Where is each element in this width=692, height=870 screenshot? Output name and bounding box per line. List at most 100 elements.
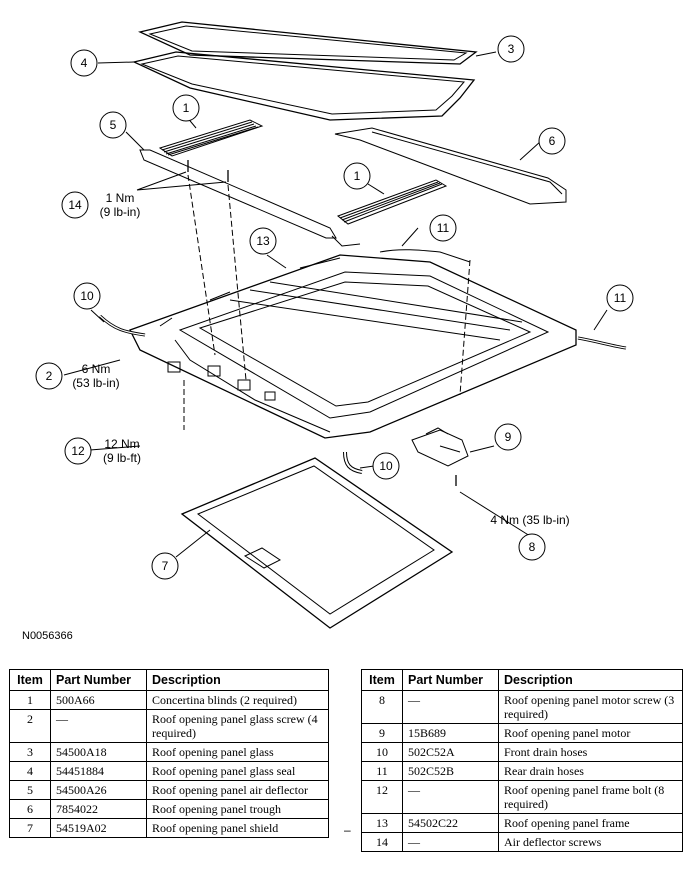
svg-text:2: 2 (46, 369, 53, 383)
callout-9: 9 (494, 423, 522, 451)
description-cell: Roof opening panel frame (498, 813, 683, 833)
roof-panel-motor (411, 427, 469, 467)
part-number-cell: 500A66 (50, 690, 147, 710)
item-cell: 12 (361, 780, 403, 814)
part-number-cell: 7854022 (50, 799, 147, 819)
item-cell: 9 (361, 723, 403, 743)
description-cell: Rear drain hoses (498, 761, 683, 781)
item-cell: 2 (9, 709, 51, 743)
table-row: 8—Roof opening panel motor screw (3 requ… (361, 690, 683, 724)
table-row: 14—Air deflector screws (361, 832, 683, 852)
part-number-cell: 15B689 (402, 723, 499, 743)
part-number-cell: — (402, 780, 499, 814)
description-header: Description (498, 669, 683, 691)
item-header: Item (9, 669, 51, 691)
callout-10: 10 (73, 282, 101, 310)
parts-table-right: Item Part Number Description 8—Roof open… (361, 669, 683, 852)
callout-1: 1 (343, 162, 371, 190)
torque-2-line1: 6 Nm (82, 362, 111, 376)
part-number-cell: — (402, 690, 499, 724)
torque-14-line1: 1 Nm (106, 191, 135, 205)
svg-text:8: 8 (529, 540, 536, 554)
description-cell: Roof opening panel motor (498, 723, 683, 743)
roof-panel-glass (138, 21, 478, 65)
svg-text:7: 7 (162, 559, 169, 573)
description-cell: Roof opening panel glass screw (4 requir… (146, 709, 329, 743)
item-cell: 10 (361, 742, 403, 762)
callout-1: 1 (172, 94, 200, 122)
description-cell: Roof opening panel glass seal (146, 761, 329, 781)
item-cell: 14 (361, 832, 403, 852)
part-number-header: Part Number (50, 669, 147, 691)
table-header-row: Item Part Number Description (361, 669, 683, 691)
description-cell: Roof opening panel motor screw (3 requir… (498, 690, 683, 724)
item-cell: 6 (9, 799, 51, 819)
description-cell: Roof opening panel air deflector (146, 780, 329, 800)
roof-panel-frame (129, 254, 577, 439)
callout-7: 7 (151, 552, 179, 580)
description-header: Description (146, 669, 329, 691)
part-number-header: Part Number (402, 669, 499, 691)
table-row: 12—Roof opening panel frame bolt (8 requ… (361, 780, 683, 814)
svg-text:9: 9 (505, 430, 512, 444)
svg-text:11: 11 (614, 291, 627, 305)
concertina-blind-left (158, 119, 264, 157)
svg-text:10: 10 (80, 289, 94, 303)
part-number-cell: 502C52A (402, 742, 499, 762)
svg-text:1: 1 (354, 169, 361, 183)
description-cell: Air deflector screws (498, 832, 683, 852)
description-cell: Roof opening panel glass (146, 742, 329, 762)
callout-6: 6 (538, 127, 566, 155)
item-cell: 1 (9, 690, 51, 710)
figure-id: N0056366 (22, 630, 73, 642)
svg-text:11: 11 (437, 221, 450, 235)
torque-12-line2: (9 lb-ft) (103, 451, 141, 465)
item-cell: 13 (361, 813, 403, 833)
torque-12-line1: 12 Nm (104, 437, 139, 451)
item-cell: 11 (361, 761, 403, 781)
callout-10: 10 (372, 452, 400, 480)
table-header-row: Item Part Number Description (9, 669, 329, 691)
svg-text:4: 4 (81, 56, 88, 70)
item-cell: 5 (9, 780, 51, 800)
torque-2-line2: (53 lb-in) (72, 376, 119, 390)
callout-13: 13 (249, 227, 277, 255)
callout-2: 2 (35, 362, 63, 390)
description-cell: Roof opening panel shield (146, 818, 329, 838)
description-cell: Concertina blinds (2 required) (146, 690, 329, 710)
callout-11: 11 (429, 214, 457, 242)
svg-text:14: 14 (68, 198, 82, 212)
svg-text:5: 5 (110, 118, 117, 132)
table-row: 2—Roof opening panel glass screw (4 requ… (9, 709, 329, 743)
part-number-cell: 54500A26 (50, 780, 147, 800)
description-cell: Roof opening panel trough (146, 799, 329, 819)
svg-text:1: 1 (183, 101, 190, 115)
part-number-cell: 54502C22 (402, 813, 499, 833)
panel-trough (334, 127, 567, 205)
torque-14-line2: (9 lb-in) (100, 205, 141, 219)
part-number-cell: 54500A18 (50, 742, 147, 762)
callout-4: 4 (70, 49, 98, 77)
part-number-cell: 502C52B (402, 761, 499, 781)
item-header: Item (361, 669, 403, 691)
table-separator: – (344, 823, 351, 837)
exploded-parts-diagram: 3 4 1 5 6 1 14 11 13 10 11 2 12 9 10 8 7… (35, 21, 634, 629)
part-number-cell: 54451884 (50, 761, 147, 781)
svg-text:10: 10 (379, 459, 393, 473)
part-number-cell: 54519A02 (50, 818, 147, 838)
svg-text:13: 13 (256, 234, 270, 248)
torque-8: 4 Nm (35 lb-in) (490, 513, 569, 527)
svg-text:12: 12 (71, 444, 85, 458)
item-cell: 7 (9, 818, 51, 838)
callout-3: 3 (497, 35, 525, 63)
